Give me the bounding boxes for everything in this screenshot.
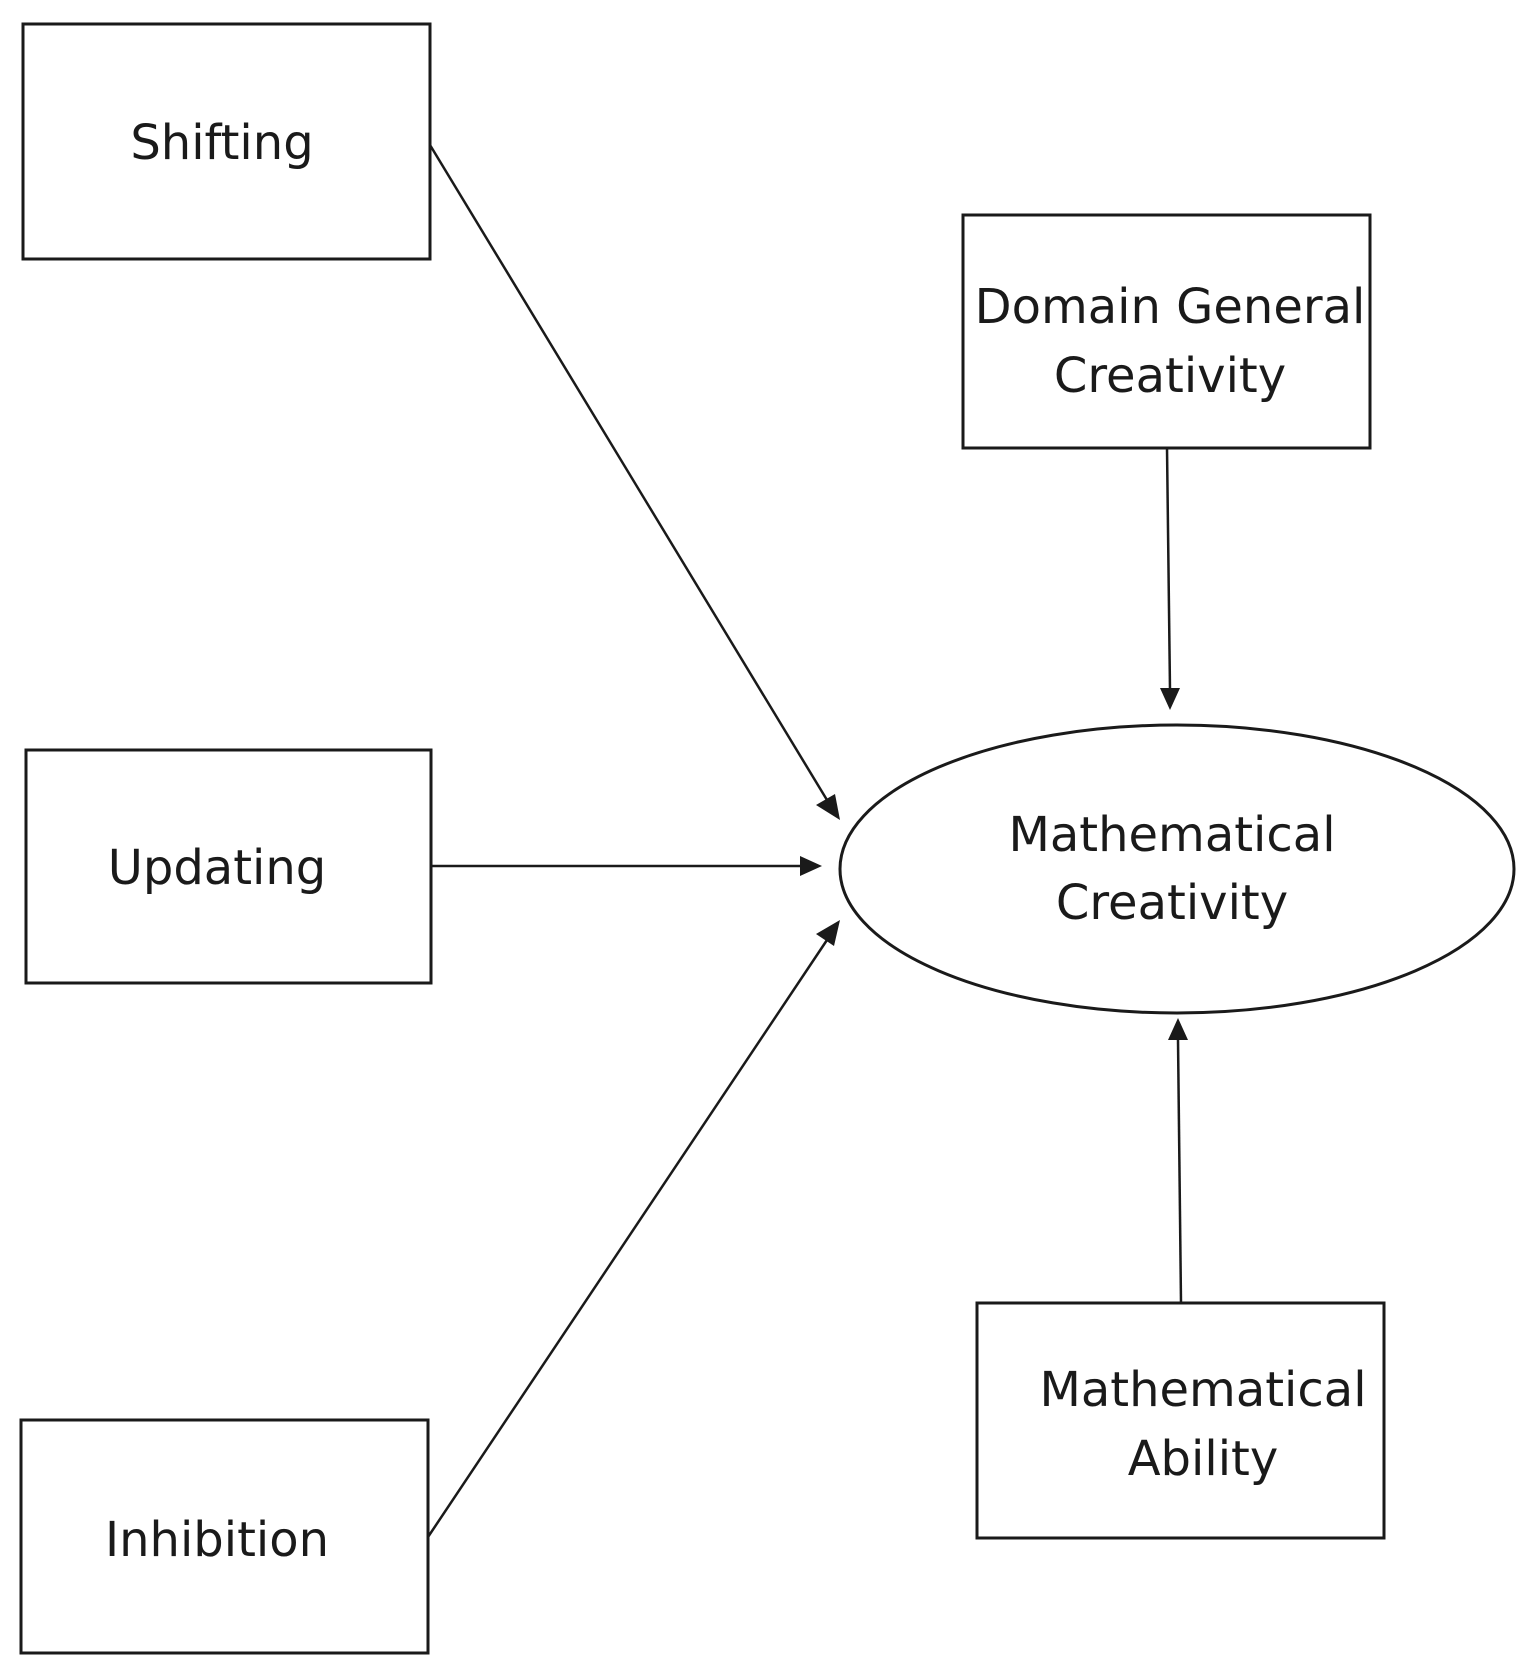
shifting-label: Shifting (130, 115, 313, 171)
domain-general-label-line-1: Domain General (975, 279, 1366, 335)
edge-domain-general-to-math-creativity (1165, 447, 1172, 691)
mathematical-ability-box (975, 1301, 1386, 1540)
shifting-box (21, 22, 432, 261)
arrowhead-updating (800, 856, 822, 876)
math-creativity-label-line-2: Creativity (1056, 875, 1288, 931)
mathematical-creativity-ellipse (838, 723, 1516, 1015)
edge-inhibition-to-math-creativity (426, 939, 829, 1538)
edge-math-ability-to-math-creativity (1176, 1039, 1183, 1304)
arrowhead-math-ability (1168, 1018, 1188, 1040)
domain-general-label-line-2: Creativity (1054, 348, 1286, 404)
arrowhead-inhibition (816, 920, 840, 946)
arrowhead-shifting (816, 794, 840, 820)
math-ability-label-line-1: Mathematical (1039, 1362, 1366, 1418)
inhibition-label: Inhibition (105, 1512, 329, 1568)
updating-box (24, 748, 433, 985)
updating-label: Updating (108, 840, 327, 896)
inhibition-box (19, 1418, 430, 1655)
math-creativity-label-line-1: Mathematical (1008, 807, 1335, 863)
math-ability-label-line-2: Ability (1128, 1431, 1279, 1487)
arrowhead-domain-general (1160, 688, 1180, 710)
edge-shifting-to-math-creativity (428, 144, 829, 801)
domain-general-creativity-box (961, 213, 1372, 450)
